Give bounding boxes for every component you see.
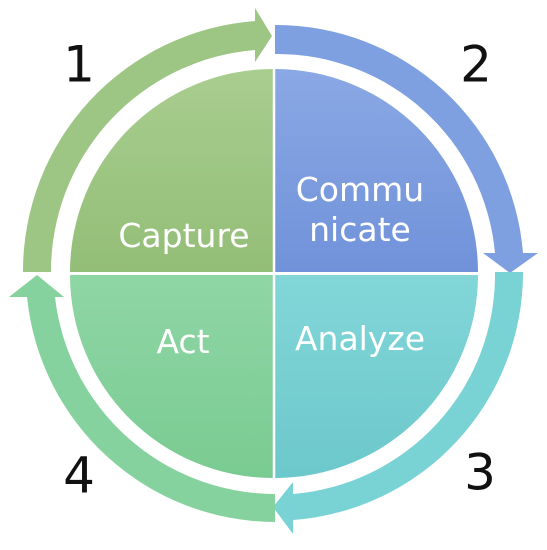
- quadrant-label-capture: Capture: [118, 216, 249, 255]
- arrow-3: [273, 272, 524, 534]
- quadrant-label-communicate-line1: Commu: [296, 170, 424, 209]
- quadrant-capture: [70, 69, 273, 272]
- arrow-4: [9, 275, 275, 522]
- step-number-2: 2: [460, 36, 492, 94]
- arrow-2: [275, 24, 538, 273]
- quadrant-label-analyze: Analyze: [295, 319, 425, 358]
- quadrant-analyze: [275, 275, 478, 478]
- step-number-3: 3: [464, 444, 496, 502]
- step-number-1: 1: [63, 36, 95, 94]
- quadrant-act: [70, 275, 273, 478]
- quadrant-label-communicate-line2: nicate: [309, 210, 411, 249]
- quadrant-label-act: Act: [156, 322, 209, 361]
- quadrant-circle: [70, 69, 478, 478]
- quadrant-communicate: [275, 69, 478, 272]
- arrow-1: [22, 8, 273, 272]
- arrow-ring: [9, 8, 538, 534]
- step-number-4: 4: [63, 447, 95, 505]
